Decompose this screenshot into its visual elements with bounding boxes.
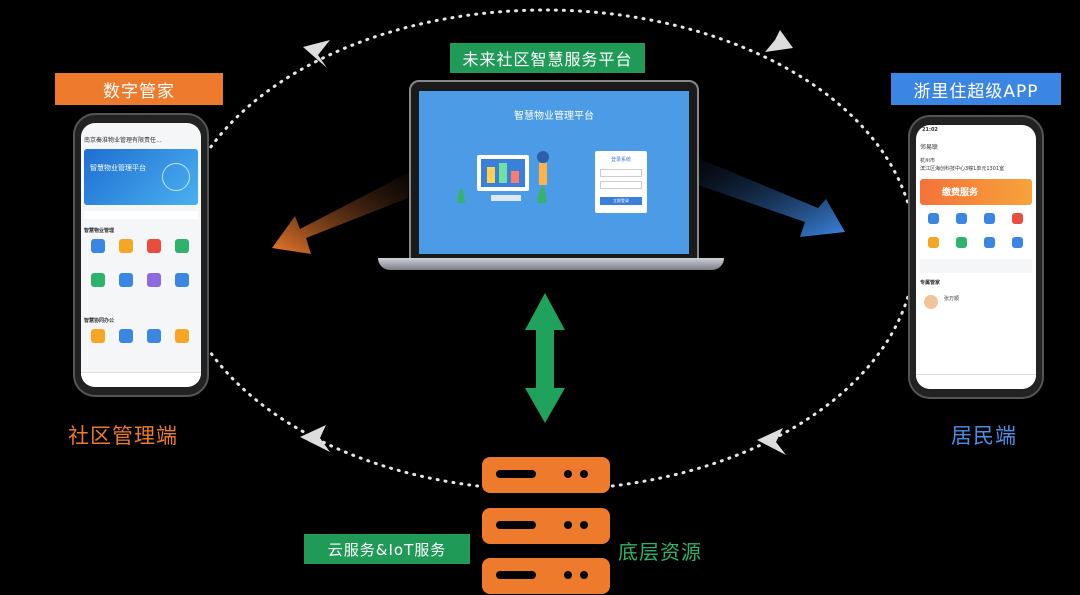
label-cloud-iot: 云服务&IoT服务	[304, 534, 470, 564]
admin-tab-bar[interactable]	[81, 372, 201, 387]
caption-resident-end: 居民端	[951, 424, 1017, 448]
phone-resident-screen: 21:02 邻易联 杭州市 滨江区海创科技中心3幢1单元1301室 缴费服务 专…	[916, 125, 1036, 389]
double-arrow-vertical	[525, 293, 565, 423]
label-digital-steward: 数字管家	[55, 73, 223, 105]
chevron-icon-bottom-right	[757, 428, 786, 455]
login-button[interactable]: 立即登录	[600, 197, 642, 205]
admin-banner: 智慧物业管理平台	[84, 149, 198, 205]
resident-banner-text: 缴费服务	[942, 188, 979, 198]
chevron-icon-top-right	[765, 30, 793, 52]
chevron-icon-bottom-left	[300, 425, 330, 452]
service-icon-5[interactable]	[928, 237, 939, 248]
caption-community-admin: 社区管理端	[68, 424, 178, 448]
laptop-title: 智慧物业管理平台	[514, 111, 594, 122]
module-icon-1[interactable]	[91, 239, 105, 253]
module-icon-3[interactable]	[147, 239, 161, 253]
laptop: 智慧物业管理平台 登录系统 立即登录	[409, 80, 699, 264]
service-icon-3[interactable]	[984, 213, 995, 224]
resident-banner[interactable]: 缴费服务	[920, 179, 1032, 205]
office-icon-3[interactable]	[147, 329, 161, 343]
phone-resident: 21:02 邻易联 杭州市 滨江区海创科技中心3幢1单元1301室 缴费服务 专…	[908, 115, 1044, 399]
password-input[interactable]	[600, 181, 642, 189]
service-icon-6[interactable]	[956, 237, 967, 248]
arrow-to-resident	[693, 156, 845, 237]
office-icon-2[interactable]	[119, 329, 133, 343]
caption-base-resources: 底层资源	[618, 540, 702, 564]
login-panel: 登录系统 立即登录	[595, 151, 647, 213]
admin-app-title: 南京秦淮物业管理有限责任...	[84, 137, 162, 144]
admin-notice-bar	[84, 211, 198, 219]
module-icon-6[interactable]	[119, 273, 133, 287]
label-platform: 未来社区智慧服务平台	[450, 43, 645, 73]
service-icon-8[interactable]	[1012, 237, 1023, 248]
steward-name: 张万顺	[944, 296, 960, 302]
laptop-base	[378, 258, 724, 270]
service-icon-7[interactable]	[984, 237, 995, 248]
resident-notice	[920, 259, 1032, 273]
admin-section-office: 智慧协同办公	[84, 318, 115, 324]
service-icon-1[interactable]	[928, 213, 939, 224]
module-icon-4[interactable]	[175, 239, 189, 253]
office-icon-1[interactable]	[91, 329, 105, 343]
username-input[interactable]	[600, 169, 642, 177]
admin-banner-title: 智慧物业管理平台	[90, 164, 146, 172]
resident-tab-bar[interactable]	[916, 374, 1036, 389]
module-icon-7[interactable]	[147, 273, 161, 287]
resident-time: 21:02	[922, 127, 938, 133]
module-icon-5[interactable]	[91, 273, 105, 287]
steward-avatar	[924, 295, 938, 309]
resident-brand: 邻易联	[920, 144, 939, 151]
resident-city: 杭州市	[920, 158, 936, 164]
login-title: 登录系统	[610, 157, 631, 163]
illustration-icon	[457, 151, 549, 203]
laptop-screen: 智慧物业管理平台 登录系统 立即登录	[419, 91, 689, 254]
admin-section-management: 智慧物业管理	[84, 228, 115, 234]
resident-address: 滨江区海创科技中心3幢1单元1301室	[920, 166, 1005, 172]
module-icon-8[interactable]	[175, 273, 189, 287]
service-icon-2[interactable]	[956, 213, 967, 224]
server-stack-icon	[482, 457, 610, 594]
office-icon-4[interactable]	[175, 329, 189, 343]
resident-section-steward: 专属管家	[920, 280, 941, 286]
chevron-icon-top-left	[303, 40, 330, 68]
phone-admin: 南京秦淮物业管理有限责任... 智慧物业管理平台 智慧物业管理 智慧协同办公	[73, 113, 209, 397]
module-icon-2[interactable]	[119, 239, 133, 253]
service-icon-4[interactable]	[1012, 213, 1023, 224]
label-resident-app: 浙里住超级APP	[891, 73, 1061, 105]
globe-icon	[162, 163, 190, 191]
arrow-to-admin	[272, 172, 410, 254]
phone-admin-screen: 南京秦淮物业管理有限责任... 智慧物业管理平台 智慧物业管理 智慧协同办公	[81, 123, 201, 387]
